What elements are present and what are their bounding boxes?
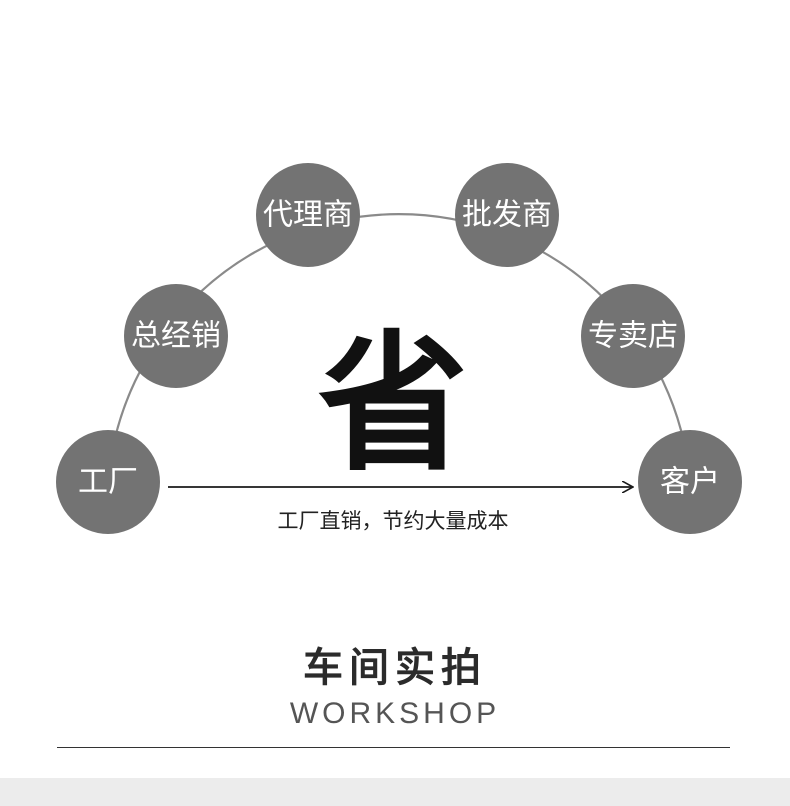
node-label: 批发商 bbox=[462, 198, 552, 233]
section-title: 车间实拍 bbox=[303, 645, 487, 691]
footer-band bbox=[0, 778, 790, 806]
node-agent: 代理商 bbox=[256, 163, 360, 267]
node-label: 专卖店 bbox=[588, 319, 678, 354]
node-label: 代理商 bbox=[263, 198, 353, 233]
node-label: 总经销 bbox=[131, 319, 221, 354]
node-factory: 工厂 bbox=[56, 430, 160, 534]
node-specialty-store: 专卖店 bbox=[581, 284, 685, 388]
supply-chain-diagram: 工厂 总经销 代理商 批发商 专卖店 客户 省 工厂直销，节约大量成本 bbox=[56, 163, 742, 534]
center-character: 省 bbox=[318, 318, 468, 492]
section-subtitle: WORKSHOP bbox=[289, 697, 501, 730]
node-customer: 客户 bbox=[638, 430, 742, 534]
node-general-distributor: 总经销 bbox=[124, 284, 228, 388]
direct-sale-caption: 工厂直销，节约大量成本 bbox=[278, 509, 509, 533]
node-label: 工厂 bbox=[78, 465, 138, 500]
divider bbox=[57, 747, 730, 748]
node-wholesaler: 批发商 bbox=[455, 163, 559, 267]
node-label: 客户 bbox=[660, 465, 720, 500]
